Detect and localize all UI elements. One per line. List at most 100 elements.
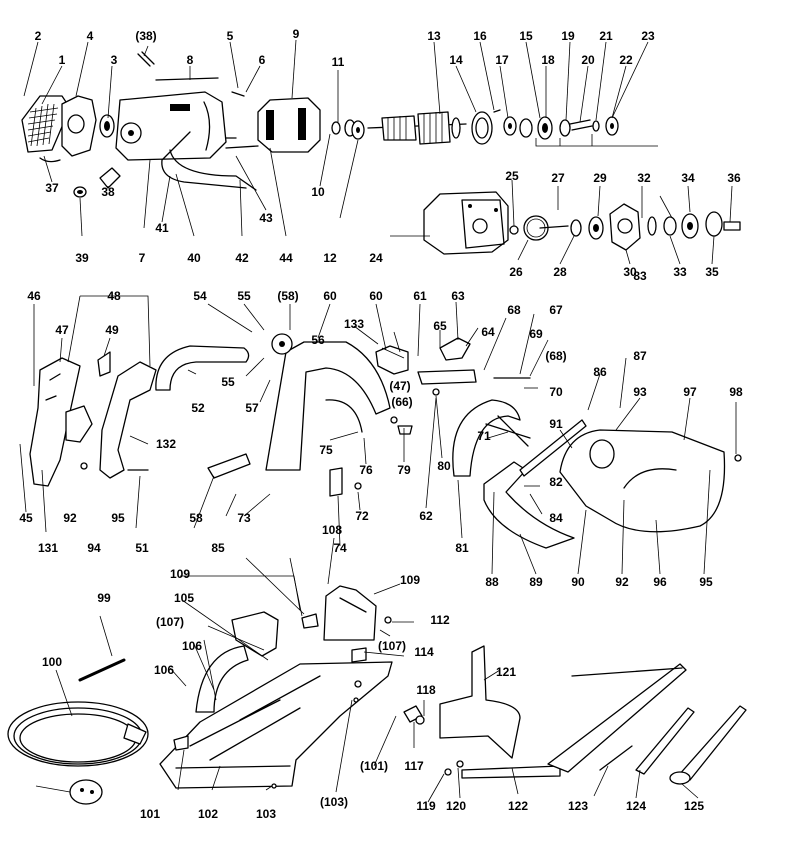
part-label: 33: [673, 265, 687, 279]
part-label: 108: [322, 523, 342, 537]
part-label: 52: [191, 401, 205, 415]
washers-11-12: [331, 119, 365, 140]
part-label: 60: [369, 289, 383, 303]
part-label: 76: [359, 463, 373, 477]
part-label: 27: [551, 171, 565, 185]
part-label: 13: [427, 29, 441, 43]
knobs: [173, 613, 423, 751]
part-label: 92: [63, 511, 77, 525]
part-label: 25: [505, 169, 519, 183]
part-label: (68): [545, 349, 566, 363]
part-label: 43: [259, 211, 273, 225]
part-label: (107): [156, 615, 184, 629]
part-label: 125: [684, 799, 704, 813]
part-label: 102: [198, 807, 218, 821]
riving-knife: [483, 419, 587, 549]
handle-right: [99, 361, 157, 479]
part-label: 55: [237, 289, 251, 303]
part-label: 19: [561, 29, 575, 43]
rip-fence: [439, 645, 521, 759]
part-label: 88: [485, 575, 499, 589]
part-label: 2: [35, 29, 42, 43]
part-label: 28: [553, 265, 567, 279]
bearing-flange: [609, 203, 741, 251]
cable-coil: [7, 701, 149, 767]
part-label: 84: [549, 511, 563, 525]
motor-housing: [115, 91, 227, 161]
part-label: 91: [549, 417, 563, 431]
part-label: 74: [333, 541, 347, 555]
part-label: 80: [437, 459, 451, 473]
part-label: 109: [170, 567, 190, 581]
part-label: 71: [477, 429, 491, 443]
bearing-3: [99, 114, 115, 138]
part-label: 82: [549, 475, 563, 489]
part-label: 40: [187, 251, 201, 265]
part-label: 106: [154, 663, 174, 677]
base-plate: [159, 661, 393, 789]
fence-bar: [461, 663, 687, 779]
part-label: 48: [107, 289, 121, 303]
part-label: 16: [473, 29, 487, 43]
part-label: 4: [87, 29, 94, 43]
switch-parts: [65, 351, 149, 471]
part-label: 11: [332, 55, 345, 69]
part-label: 67: [549, 303, 563, 317]
part-label: 55: [221, 375, 235, 389]
tie-rod-8: [155, 77, 219, 81]
part-label: 41: [155, 221, 169, 235]
bottom-hardware: [271, 616, 464, 789]
shaft-parts-18-23: [519, 116, 619, 140]
part-label: 18: [541, 53, 555, 67]
part-label: 38: [101, 185, 115, 199]
part-label: 39: [75, 251, 89, 265]
part-label: 21: [599, 29, 613, 43]
part-label: 32: [637, 171, 651, 185]
part-label: 17: [495, 53, 509, 67]
part-label: 119: [416, 799, 436, 813]
part-label: 89: [529, 575, 543, 589]
bracket-133: [535, 134, 658, 147]
part-label: 23: [641, 29, 655, 43]
part-labels: 2 1 4 3 (38) 8 5 6 9 11 13 14 16 17 15 1…: [19, 27, 743, 821]
armature: [367, 111, 467, 145]
part-label: 114: [414, 645, 434, 659]
part-label: 24: [369, 251, 383, 265]
part-label: 22: [619, 53, 633, 67]
part-label: 124: [626, 799, 646, 813]
part-label: 95: [111, 511, 125, 525]
bevel-bracket: [323, 585, 377, 641]
part-label: 8: [187, 53, 194, 67]
part-label: 95: [699, 575, 713, 589]
part-label: 26: [509, 265, 523, 279]
part-label: 83: [633, 269, 647, 283]
part-label: (38): [135, 29, 156, 43]
part-label: 131: [38, 541, 58, 555]
washer-17: [493, 109, 517, 136]
part-label: 101: [140, 807, 160, 821]
part-label: 132: [156, 437, 176, 451]
part-label: 58: [189, 511, 203, 525]
field-coil: [257, 97, 321, 153]
part-label: 29: [593, 171, 607, 185]
part-label: 103: [256, 807, 276, 821]
part-label: (66): [391, 395, 412, 409]
part-label: 94: [87, 541, 101, 555]
part-label: 42: [235, 251, 249, 265]
part-label: 122: [508, 799, 528, 813]
part-label: (101): [360, 759, 388, 773]
part-label: 54: [193, 289, 207, 303]
part-label: 92: [615, 575, 629, 589]
part-label: 133: [344, 317, 364, 331]
baffle-14: [471, 111, 493, 145]
blade-guard-right: [559, 429, 726, 533]
part-label: 69: [529, 327, 543, 341]
brush-parts: [39, 51, 245, 198]
part-label: 45: [19, 511, 33, 525]
part-label: 106: [182, 639, 202, 653]
part-label: 98: [729, 385, 743, 399]
angle-quadrant: [195, 611, 279, 713]
part-label: 87: [633, 349, 647, 363]
gearbox-housing: [423, 191, 509, 255]
